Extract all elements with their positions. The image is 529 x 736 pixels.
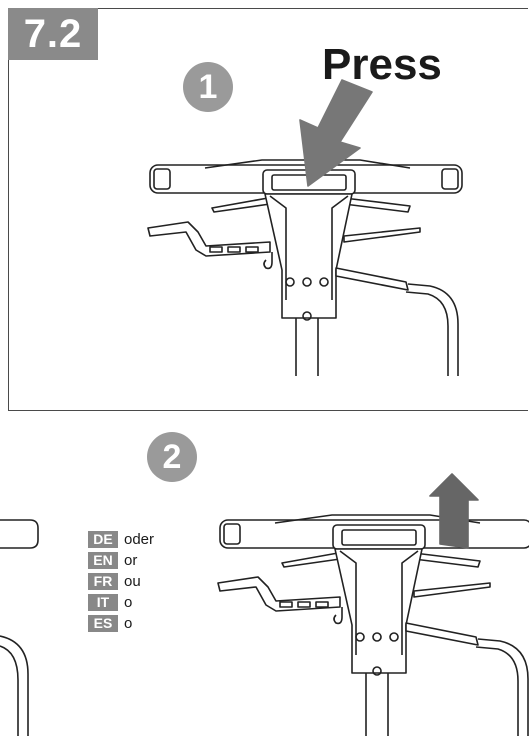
step-number-1: 1 <box>183 62 233 112</box>
handle-assembly-top <box>147 159 463 376</box>
legend-row-fr: FR ou <box>88 572 154 591</box>
step-frame <box>8 8 528 411</box>
language-code: DE <box>88 531 118 548</box>
language-word: ou <box>124 573 141 590</box>
press-arrow <box>299 79 373 187</box>
language-word: o <box>124 615 133 632</box>
language-code: IT <box>88 594 118 611</box>
step-number-2: 2 <box>147 432 197 482</box>
language-word: o <box>124 594 133 611</box>
legend-row-en: EN or <box>88 551 154 570</box>
legend-row-es: ES o <box>88 614 154 633</box>
language-code: ES <box>88 615 118 632</box>
language-code: FR <box>88 573 118 590</box>
language-code: EN <box>88 552 118 569</box>
legend-row-de: DE oder <box>88 530 154 549</box>
language-legend: DE oder EN or FR ou IT o ES o <box>88 530 154 635</box>
language-word: oder <box>124 531 155 548</box>
step-label: 7.2 <box>8 8 98 60</box>
handle-assembly-bottom <box>217 514 529 736</box>
legend-row-it: IT o <box>88 593 154 612</box>
handle-assembly-partial <box>0 519 39 736</box>
language-word: or <box>124 552 138 569</box>
lift-arrow <box>429 473 479 549</box>
